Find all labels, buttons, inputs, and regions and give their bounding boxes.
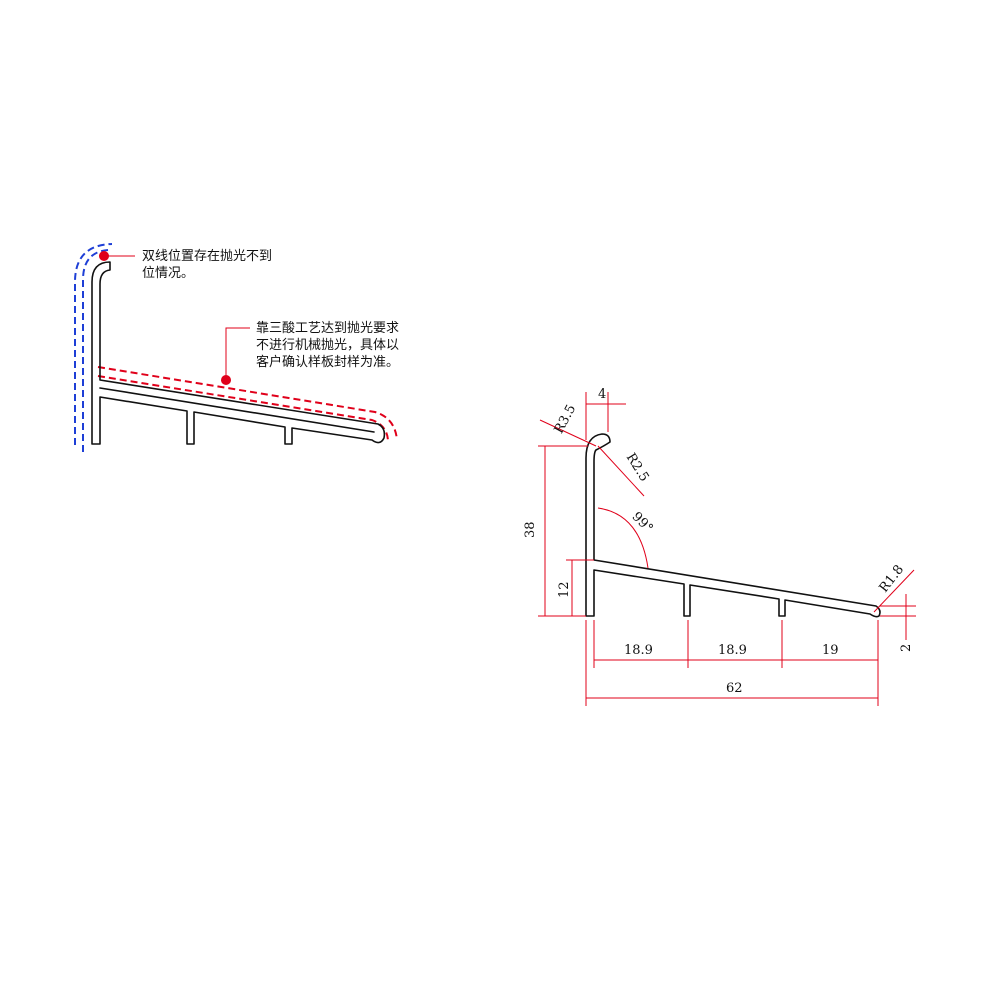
right-profile-view: 4 R3.5 R2.5 99° 38 12 R1.8 2 18.9 18.9 1… (523, 387, 916, 706)
dim-span-1: 18.9 (624, 643, 653, 658)
profile-inner-line-left (99, 387, 375, 433)
dim-angle: 99° (629, 509, 656, 536)
dim-total-width: 62 (726, 681, 743, 696)
dim-top-width: 4 (598, 387, 606, 402)
dim-tip-height: 2 (899, 644, 914, 652)
dim-height-total: 38 (523, 521, 538, 538)
note-double-line: 双线位置存在抛光不到 位情况。 (142, 249, 273, 281)
dim-span-3: 19 (822, 643, 839, 658)
left-profile-view (74, 243, 398, 452)
polish-line-vertical-blue (74, 243, 113, 452)
dimension-lines (538, 392, 916, 706)
dim-span-2: 18.9 (718, 643, 747, 658)
dim-radius-inner: R2.5 (623, 451, 652, 485)
callout-leader-slope (225, 327, 250, 380)
dim-radius-outer: R3.5 (552, 402, 580, 436)
note-acid-process: 靠三酸工艺达到抛光要求 不进行机械抛光，具体以 客户确认样板封样为准。 (256, 321, 400, 370)
profile-outline-left (91, 261, 386, 445)
dim-radius-tip: R1.8 (877, 562, 908, 595)
profile-outline-right (585, 433, 881, 618)
dim-height-base: 12 (557, 581, 572, 598)
